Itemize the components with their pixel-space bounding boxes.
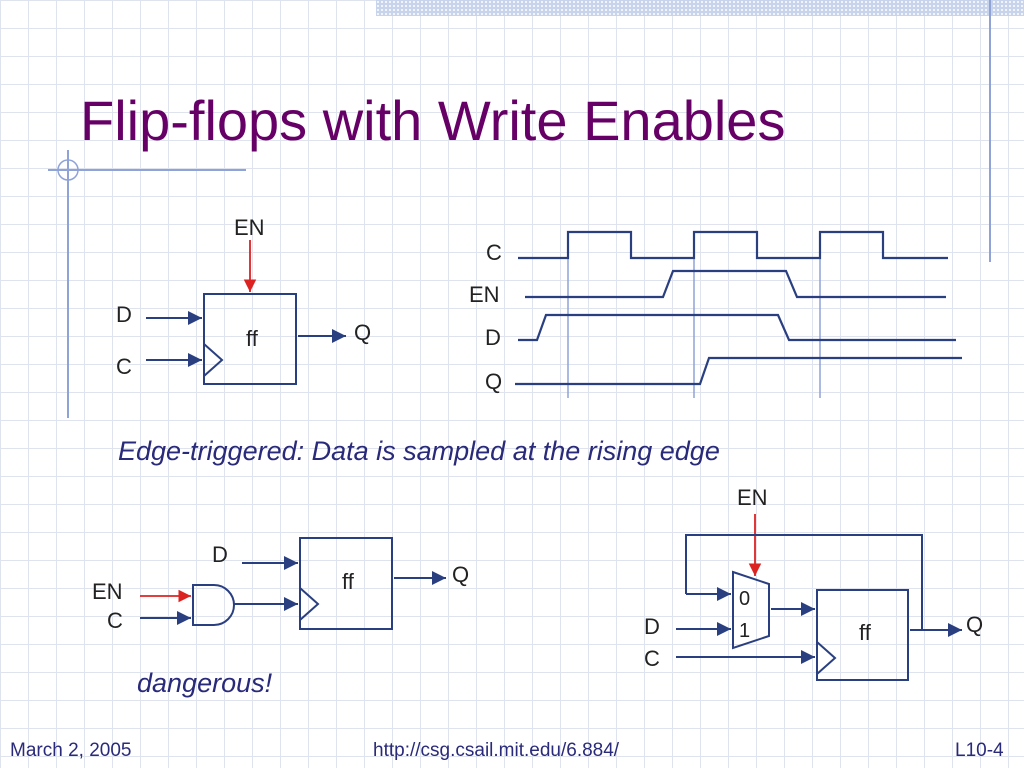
- ff-block: [203, 293, 297, 385]
- timing-d-label: D: [485, 325, 501, 350]
- timing-q-label: Q: [485, 369, 502, 394]
- ff-label: ff: [342, 569, 355, 594]
- c-label: C: [107, 608, 123, 633]
- clock-waveform: [518, 230, 948, 260]
- timing-en-label: EN: [469, 282, 500, 307]
- en-label: EN: [92, 579, 123, 604]
- clock-triangle: [299, 587, 320, 621]
- data-waveform: [518, 313, 956, 342]
- clock-triangle: [203, 343, 224, 377]
- c-label: C: [644, 646, 660, 671]
- d-label: D: [644, 614, 660, 639]
- footer-date: March 2, 2005: [10, 740, 132, 761]
- mux-shape: [732, 570, 770, 650]
- d-label: D: [116, 302, 132, 327]
- timing-c-label: C: [486, 240, 502, 265]
- q-label: Q: [452, 562, 469, 587]
- feedback-wire: [685, 534, 923, 630]
- mux-input-1-label: 1: [739, 620, 750, 642]
- slide-title: Flip-flops with Write Enables: [80, 89, 786, 152]
- mux-enable-diagram: EN 0 1 D C ff Q: [644, 485, 983, 681]
- ff-block: [299, 537, 393, 630]
- mux-input-0-label: 0: [739, 588, 750, 610]
- dangerous-note: dangerous!: [137, 668, 273, 698]
- footer-url: http://csg.csail.mit.edu/6.884/: [373, 740, 620, 761]
- timing-diagram: C EN D Q: [469, 230, 962, 398]
- clock-triangle: [816, 641, 837, 675]
- en-label: EN: [234, 215, 265, 240]
- slide-decor-lines: [48, 0, 991, 418]
- and-gate: [192, 584, 235, 626]
- ff-label: ff: [246, 326, 259, 351]
- d-label: D: [212, 542, 228, 567]
- footer-page-number: L10-4: [955, 740, 1004, 761]
- en-label: EN: [737, 485, 768, 510]
- top-decor-band: [376, 0, 1024, 16]
- edge-triggered-caption: Edge-triggered: Data is sampled at the r…: [118, 436, 720, 466]
- q-label: Q: [354, 320, 371, 345]
- q-label: Q: [966, 612, 983, 637]
- q-waveform: [515, 356, 962, 386]
- enable-waveform: [525, 269, 946, 299]
- gated-clock-diagram: D EN C ff Q: [92, 537, 469, 633]
- ff-with-enable-diagram: EN D C ff Q: [116, 215, 371, 385]
- ff-block: [816, 589, 909, 681]
- ff-label: ff: [859, 620, 872, 645]
- c-label: C: [116, 354, 132, 379]
